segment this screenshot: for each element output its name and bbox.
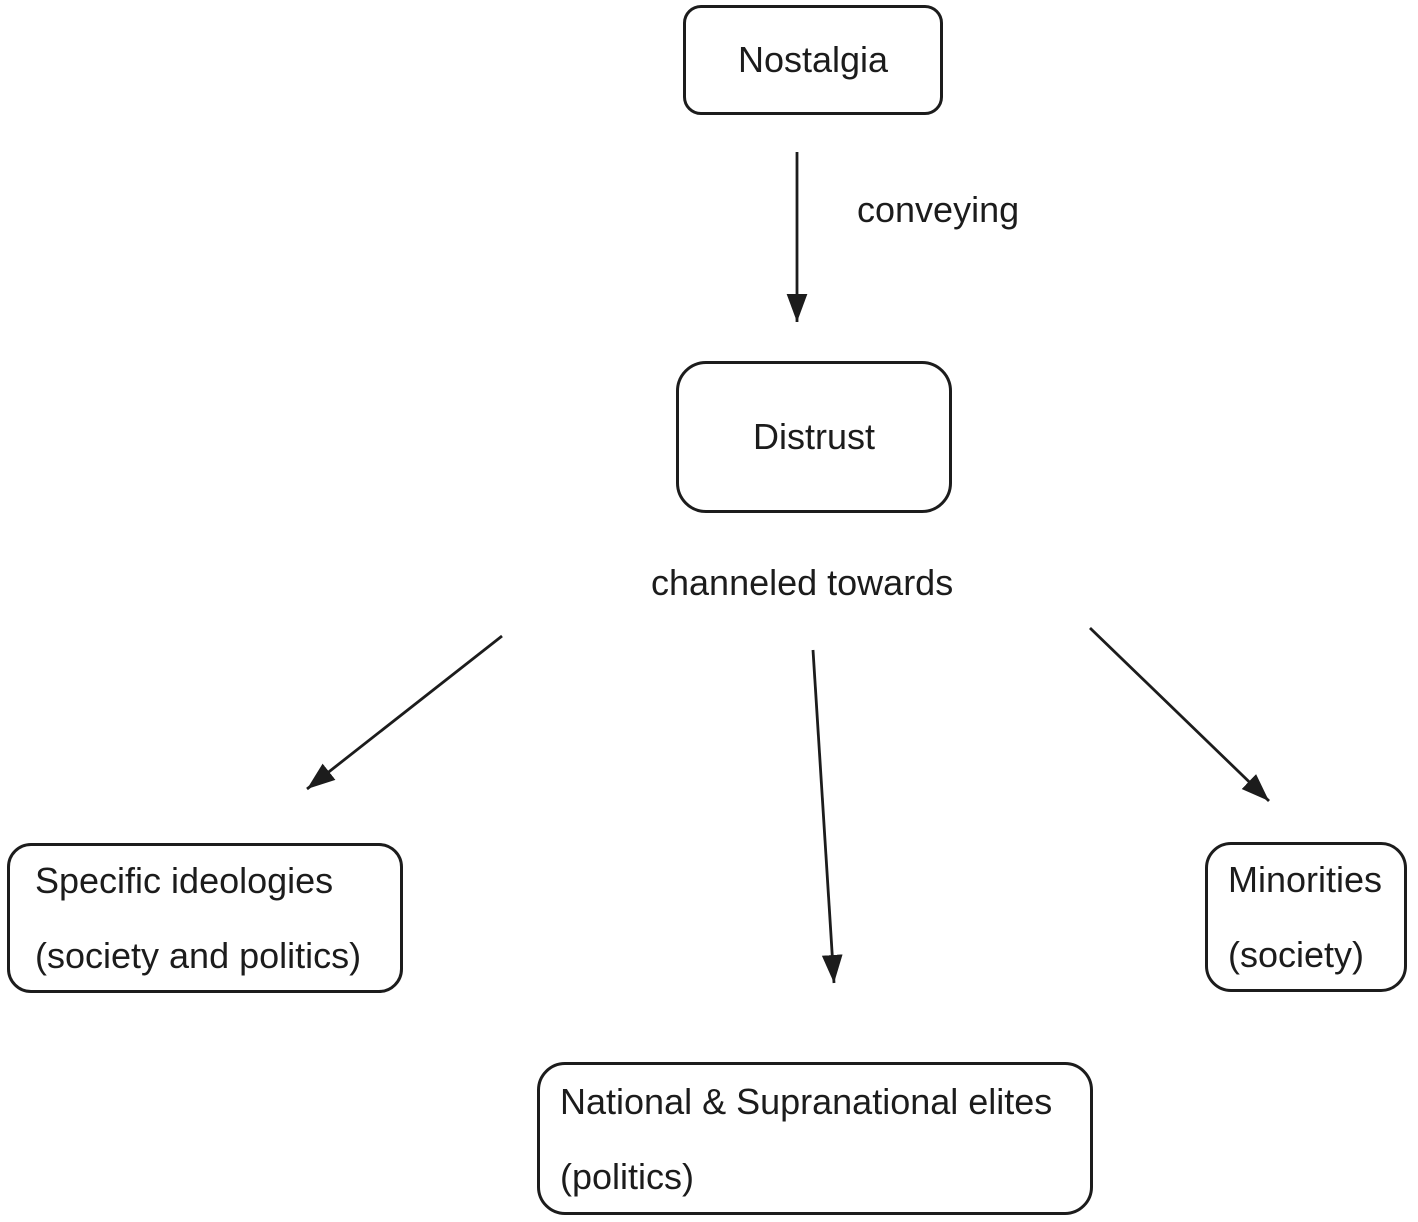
arrow-distrust-to-minorities-icon xyxy=(1089,626,1270,803)
node-national-supranational-elites: National & Supranational elites (politic… xyxy=(537,1062,1093,1215)
arrow-distrust-to-elites-icon xyxy=(811,649,843,984)
node-minorities: Minorities (society) xyxy=(1205,842,1407,992)
node-specific-ideologies-line2: (society and politics) xyxy=(35,935,362,976)
node-nostalgia: Nostalgia xyxy=(683,5,943,115)
edge-label-channeled-towards: channeled towards xyxy=(651,562,954,603)
node-minorities-line2: (society) xyxy=(1228,934,1365,975)
arrow-distrust-to-specific-ideologies-icon xyxy=(306,634,503,791)
node-elites-line1: National & Supranational elites xyxy=(560,1080,1053,1122)
node-specific-ideologies-line1: Specific ideologies xyxy=(35,860,334,901)
node-distrust: Distrust xyxy=(676,361,952,513)
node-minorities-line1: Minorities xyxy=(1228,859,1383,900)
node-elites-line2: (politics) xyxy=(560,1155,695,1197)
node-nostalgia-label: Nostalgia xyxy=(737,39,889,80)
node-specific-ideologies: Specific ideologies (society and politic… xyxy=(7,843,403,993)
node-distrust-label: Distrust xyxy=(752,416,875,457)
edge-label-conveying: conveying xyxy=(857,189,1020,230)
